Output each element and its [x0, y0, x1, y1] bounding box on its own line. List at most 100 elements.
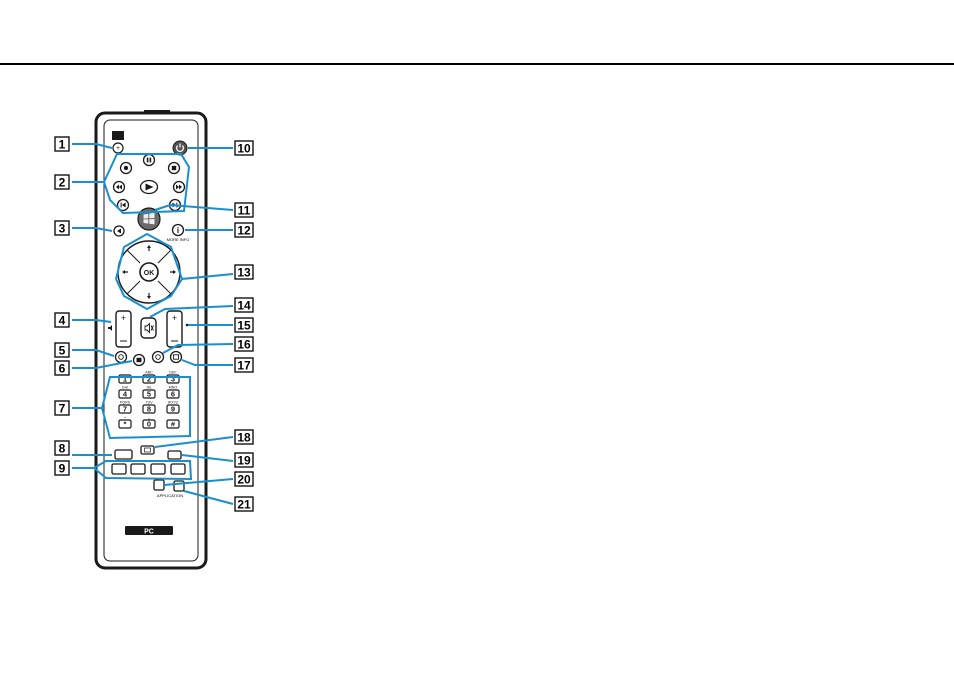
color-button-2[interactable]: [131, 464, 145, 474]
callout-number: 21: [237, 498, 251, 512]
pc-badge-label: PC: [144, 529, 154, 536]
callout-number: 13: [237, 266, 251, 280]
callout-number: 15: [237, 319, 251, 333]
callout-number: 11: [238, 204, 251, 218]
keypad-digit: 8: [147, 405, 151, 414]
keypad-letters: ABC: [145, 371, 153, 375]
callout-11: 11: [235, 203, 253, 218]
callout-number: 18: [237, 431, 251, 445]
color-button-1[interactable]: [112, 464, 126, 474]
power-button[interactable]: [173, 141, 187, 155]
callout-number: 4: [59, 314, 66, 328]
callout-3: 3: [55, 221, 69, 236]
keypad-letters: JKL: [146, 386, 152, 390]
callout-number: 2: [59, 176, 66, 190]
callout-number: 9: [59, 462, 66, 476]
round-button-6[interactable]: [134, 355, 145, 366]
wide-button-8[interactable]: [115, 450, 132, 459]
keypad-letters: MNO: [169, 386, 178, 390]
stop-button[interactable]: [169, 163, 180, 174]
svg-text:+: +: [116, 146, 120, 152]
callout-20: 20: [235, 472, 253, 487]
pause-button[interactable]: [144, 155, 155, 166]
ok-label: OK: [144, 270, 155, 277]
keypad-letters: TUV: [145, 401, 153, 405]
more-info-button[interactable]: i: [173, 225, 184, 236]
keypad-digit: 9: [171, 405, 175, 414]
round-button-5[interactable]: [116, 352, 127, 363]
pc-badge: PC: [125, 526, 173, 536]
callout-6: 6: [55, 361, 69, 376]
keypad-letters: DEF: [169, 371, 177, 375]
keypad-digit: 1: [123, 375, 127, 384]
application-label: APPLICATION: [157, 493, 183, 498]
keypad-digit: 3: [171, 375, 175, 384]
callout-number: 5: [59, 344, 66, 358]
keypad-digit: 5: [147, 390, 151, 399]
callout-number: 8: [59, 442, 66, 456]
nav-pad: OK: [118, 241, 180, 303]
svg-text:+: +: [172, 313, 177, 323]
callout-number: 10: [237, 142, 251, 156]
svg-text:+: +: [121, 313, 126, 323]
callout-number: 20: [237, 473, 251, 487]
callout-number: 7: [59, 402, 66, 416]
callout-10: 10: [235, 141, 253, 156]
keypad-key-11[interactable]: #: [167, 420, 179, 429]
keypad-digit: 0: [147, 420, 151, 429]
callout-number: 14: [237, 299, 251, 313]
round-button-16[interactable]: [153, 352, 164, 363]
callout-4: 4: [55, 313, 69, 328]
callout-number: 12: [237, 224, 251, 238]
callout-15: 15: [235, 318, 253, 333]
keypad-key-0[interactable]: 1: [119, 375, 131, 384]
rewind-button[interactable]: [114, 182, 125, 193]
keypad-letters: GHI: [122, 386, 128, 390]
callout-line-4: [72, 320, 111, 322]
callout-12: 12: [235, 223, 253, 238]
info-icon: i: [177, 226, 179, 235]
callout-13: 13: [235, 265, 253, 280]
back-button[interactable]: [114, 226, 124, 236]
small-button-20[interactable]: [154, 480, 164, 490]
callout-number: 1: [59, 138, 66, 152]
round-button-17[interactable]: [171, 352, 182, 363]
callout-number: 17: [237, 359, 251, 373]
callout-number: 3: [59, 222, 66, 236]
keypad-digit: 6: [171, 390, 175, 399]
fast-forward-button[interactable]: [174, 182, 185, 193]
keypad-digit: 2: [147, 375, 151, 384]
keypad-letters: PQRS: [120, 401, 131, 405]
callout-1: 1: [55, 137, 69, 152]
callout-2: 2: [55, 175, 69, 190]
keypad-letters: WXYZ: [168, 401, 179, 405]
callout-17: 17: [235, 358, 253, 373]
callout-number: 6: [59, 362, 66, 376]
message-button[interactable]: [141, 446, 154, 454]
callout-5: 5: [55, 343, 69, 358]
wide-button-19[interactable]: [168, 451, 181, 459]
color-button-4[interactable]: [171, 464, 185, 474]
callout-number: 19: [237, 454, 251, 468]
mute-button[interactable]: [141, 318, 156, 338]
color-button-3[interactable]: [151, 464, 165, 474]
play-button[interactable]: [141, 181, 158, 194]
callout-21: 21: [235, 497, 253, 512]
more-info-label: MORE INFO: [167, 237, 190, 242]
callout-19: 19: [235, 453, 253, 468]
stop-icon: [172, 166, 176, 170]
ok-button[interactable]: OK: [140, 263, 158, 281]
callout-18: 18: [235, 430, 253, 445]
callout-7: 7: [55, 401, 69, 416]
record-button[interactable]: [121, 163, 132, 174]
callout-14: 14: [235, 298, 253, 313]
callout-number: 16: [237, 338, 251, 352]
keypad-digit: *: [124, 420, 127, 429]
callout-9: 9: [55, 461, 69, 476]
remote-body: [96, 110, 206, 568]
keypad-digit: 7: [123, 405, 127, 414]
